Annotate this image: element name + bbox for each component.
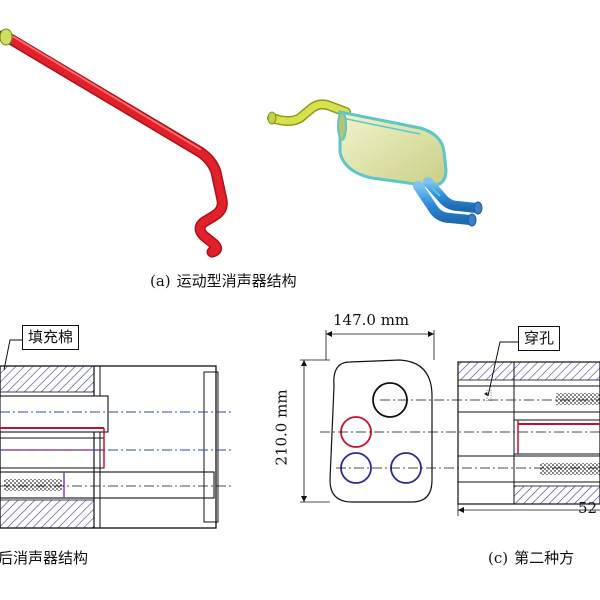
- packing-label: 填充棉: [28, 328, 74, 346]
- perforation-callout: 穿孔: [518, 326, 561, 351]
- width-dimension: 147.0 mm: [333, 311, 410, 329]
- muffler-body: [337, 110, 448, 188]
- packing-callout: 填充棉: [22, 325, 80, 350]
- caption-b: 后消声器结构: [0, 551, 88, 566]
- length-dimension: 52: [578, 499, 598, 517]
- caption-a-label: (a): [150, 272, 171, 290]
- red-exhaust-pipe: [0, 30, 228, 258]
- blue-tail-pipes: [413, 177, 483, 227]
- caption-a: (a) 运动型消声器结构: [150, 274, 297, 289]
- second-scheme-section: [457, 341, 600, 516]
- caption-a-text: 运动型消声器结构: [176, 272, 297, 290]
- perforation-label: 穿孔: [524, 329, 555, 347]
- rear-muffler-section: [0, 339, 232, 529]
- caption-c-label: (c): [488, 549, 509, 567]
- caption-b-text: 后消声器结构: [0, 549, 89, 567]
- end-view: [300, 330, 600, 503]
- height-dimension: 210.0 mm: [272, 389, 291, 466]
- caption-c: (c) 第二种方: [488, 551, 574, 566]
- caption-c-text: 第二种方: [514, 549, 575, 567]
- yellow-inlet-pipe: [267, 99, 351, 126]
- pipe-inlet-flange: [0, 28, 13, 46]
